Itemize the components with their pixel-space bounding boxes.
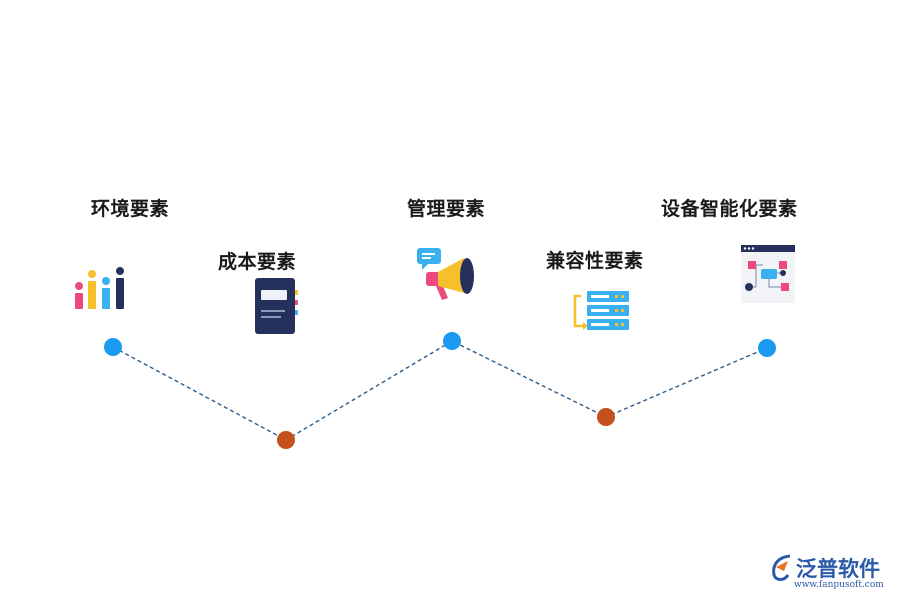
node-label-3: 管理要素 [407,198,486,220]
node-dot-1 [104,338,122,356]
bar-chart-icon [75,267,124,309]
node-dot-3 [443,332,461,350]
notebook-icon [255,278,298,334]
node-dot-2 [277,431,295,449]
logo-mark-icon [772,554,791,581]
fanpusoft-logo: 泛普软件 www.fanpusoft.com [770,553,895,593]
node-dot-5 [758,339,776,357]
server-icon [573,291,629,330]
logo-name: 泛普软件 [796,557,880,581]
node-label-2: 成本要素 [218,251,297,273]
megaphone-icon [417,248,474,300]
logo-url: www.fanpusoft.com [794,580,884,590]
node-label-4: 兼容性要素 [546,250,644,272]
flowchart-window-icon [741,245,795,303]
node-label-5: 设备智能化要素 [661,198,798,220]
node-dot-4 [597,408,615,426]
node-label-1: 环境要素 [91,198,170,220]
dashed-zigzag-line [112,340,768,441]
